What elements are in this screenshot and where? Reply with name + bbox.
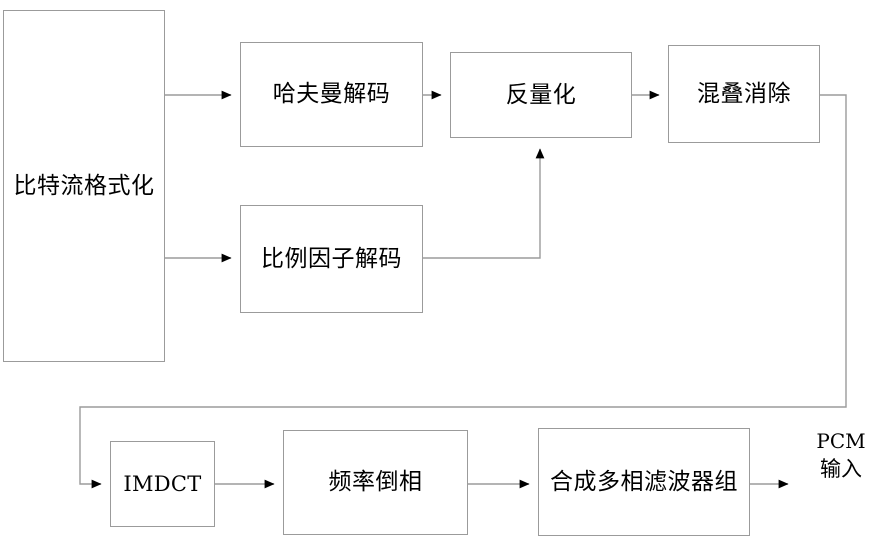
node-alias-reduction-label: 混叠消除	[697, 80, 791, 107]
node-huffman-decode-label: 哈夫曼解码	[272, 81, 391, 108]
node-imdct-label: IMDCT	[123, 471, 202, 496]
node-dequantize-label: 反量化	[505, 81, 577, 108]
edge-alias-to-imdct	[79, 94, 847, 489]
node-dequantize[interactable]: 反量化	[450, 52, 632, 138]
node-alias-reduction[interactable]: 混叠消除	[668, 45, 820, 143]
edge-scalefactor-to-dequantize	[423, 148, 545, 259]
node-filterbank-label: 合成多相滤波器组	[550, 468, 738, 495]
caption-pcm-line-1: PCM	[816, 429, 866, 453]
caption-pcm-line-2: 输入	[820, 457, 862, 481]
node-frequency-inversion-label: 频率倒相	[328, 469, 423, 496]
node-scalefactor-decode[interactable]: 比例因子解码	[240, 205, 423, 313]
node-frequency-inversion[interactable]: 频率倒相	[283, 430, 468, 535]
node-synthesis-polyphase-filterbank[interactable]: 合成多相滤波器组	[538, 428, 750, 536]
node-imdct[interactable]: IMDCT	[110, 441, 215, 527]
node-huffman-decode[interactable]: 哈夫曼解码	[240, 42, 423, 147]
node-bitstream-format-label: 比特流格式化	[13, 172, 155, 199]
node-bitstream-format[interactable]: 比特流格式化	[3, 10, 165, 362]
caption-pcm-output: PCM 输入	[806, 428, 876, 483]
node-scalefactor-decode-label: 比例因子解码	[261, 245, 402, 272]
